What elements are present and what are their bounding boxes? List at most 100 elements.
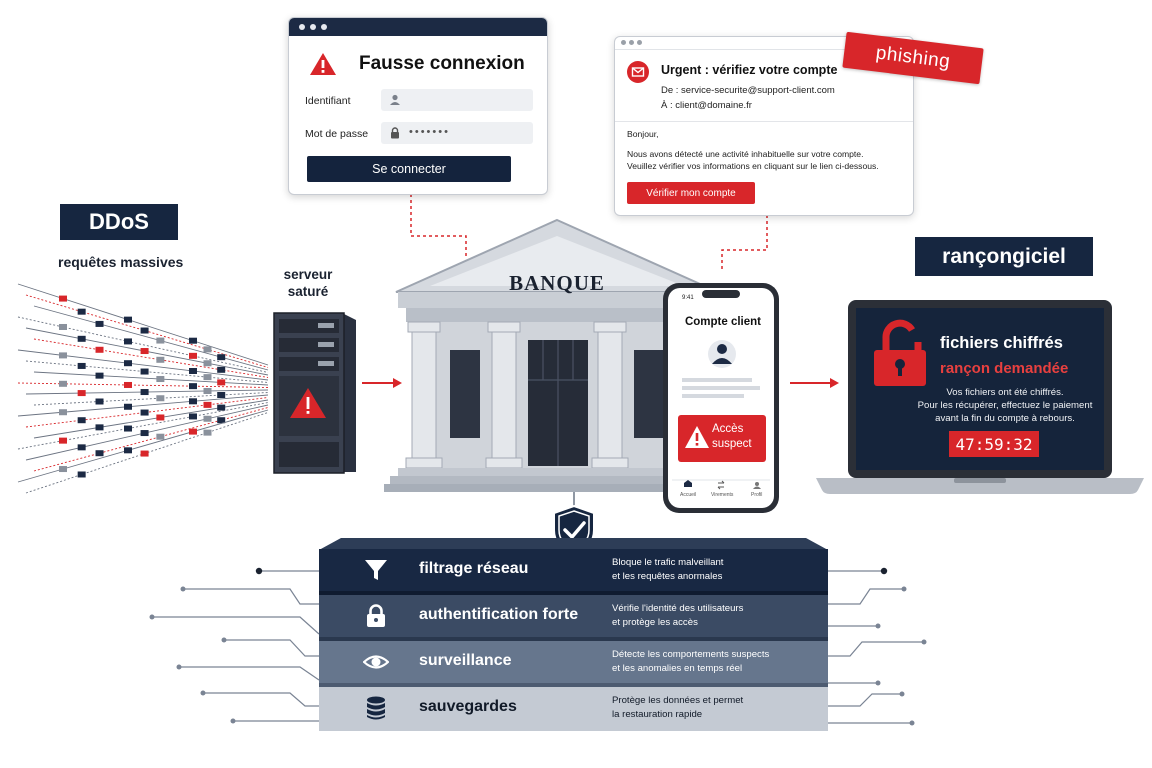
ransomware-line2: Pour les récupérer, effectuez le paiemen… [917, 400, 1093, 411]
traffic-packet [189, 428, 197, 435]
lock-icon [367, 604, 385, 627]
traffic-packet [140, 430, 149, 437]
warning-icon [310, 53, 336, 75]
ddos-tag: DDoS [60, 204, 178, 240]
traffic-packet [203, 415, 212, 422]
traffic-packet [124, 316, 132, 323]
phone-nav-profile[interactable]: Profil [751, 492, 763, 498]
username-field[interactable] [381, 89, 533, 111]
traffic-packet [156, 337, 165, 344]
verify-account-button[interactable]: Vérifier mon compte [627, 182, 755, 204]
traffic-packet [124, 360, 132, 367]
warning-icon [685, 426, 709, 448]
traffic-packet [124, 381, 132, 388]
traffic-packet [156, 356, 165, 363]
mail-icon [627, 61, 649, 83]
bank-label: BANQUE [509, 271, 605, 295]
traffic-packet [77, 390, 86, 397]
traffic-line [33, 399, 269, 439]
traffic-packet [140, 389, 149, 396]
stack-top-plate [319, 537, 828, 550]
phone-nav-transfers[interactable]: Virements [711, 492, 734, 498]
traffic-line [33, 305, 269, 371]
server-label-line1: serveur [283, 267, 333, 282]
traffic-packet [124, 338, 132, 345]
alert-line2: suspect [712, 438, 752, 450]
login-submit-button[interactable]: Se connecter [307, 156, 511, 182]
defense-name: sauvegardes [419, 698, 517, 715]
password-mask: ••••••• [409, 126, 450, 138]
defense-layer-filtering: filtrage réseau Bloque le trafic malveil… [319, 549, 828, 591]
traffic-packet [203, 374, 212, 381]
ddos-subtitle: requêtes massives [58, 254, 184, 270]
defense-layer-authentication: authentification forte Vérifie l'identit… [319, 595, 828, 637]
traffic-line [33, 371, 269, 386]
traffic-packet [59, 437, 67, 444]
traffic-packet [203, 429, 212, 436]
traffic-line [33, 407, 269, 472]
traffic-line [17, 316, 269, 373]
filter-icon [365, 560, 387, 580]
password-label: Mot de passe [305, 128, 369, 140]
traffic-packet [95, 450, 104, 457]
traffic-packet [217, 366, 226, 373]
traffic-packet [77, 444, 86, 451]
traffic-packet [140, 368, 149, 375]
phone-nav-home[interactable]: Accueil [680, 492, 697, 498]
alert-line1: Accès [712, 423, 744, 435]
ransomware-line3: avant la fin du compte à rebours. [935, 413, 1075, 424]
ransomware-subtitle: rançon demandée [940, 360, 1069, 377]
traffic-packet [95, 398, 104, 405]
bank-building: BANQUE [384, 218, 730, 492]
traffic-packet [59, 380, 67, 387]
traffic-packet [217, 392, 226, 398]
traffic-packet [140, 409, 149, 416]
email-from: De : service-securite@support-client.com [661, 85, 835, 96]
traffic-packet [77, 308, 86, 315]
traffic-line [17, 382, 269, 388]
traffic-packet [77, 362, 86, 369]
traffic-packet [95, 372, 104, 379]
traffic-packet [189, 352, 197, 359]
traffic-packet [59, 323, 67, 330]
traffic-packet [156, 414, 165, 421]
ransomware-tag: rançongiciel [915, 237, 1093, 276]
email-body-line1: Nous avons détecté une activité inhabitu… [627, 149, 864, 159]
traffic-packet [95, 346, 104, 353]
window-title-bar [289, 18, 547, 36]
traffic-packet [217, 404, 226, 411]
traffic-packet [59, 409, 67, 416]
traffic-line [17, 402, 269, 450]
traffic-line [33, 338, 269, 378]
email-to: À : client@domaine.fr [661, 100, 752, 111]
traffic-packet [140, 327, 149, 334]
traffic-packet [189, 337, 197, 344]
password-field[interactable]: ••••••• [381, 122, 533, 144]
defense-name: filtrage réseau [419, 560, 529, 577]
defense-layer-monitoring: surveillance Détecte les comportements s… [319, 641, 828, 683]
traffic-packet [59, 352, 67, 359]
traffic-packet [124, 447, 132, 454]
suspicious-access-alert[interactable]: Accès suspect [678, 415, 766, 462]
traffic-packet [189, 368, 197, 374]
email-subject: Urgent : vérifiez votre compte [661, 63, 838, 77]
traffic-packet [77, 471, 86, 478]
defense-name: surveillance [419, 652, 512, 669]
traffic-packet [124, 403, 132, 410]
traffic-packet [59, 295, 67, 302]
user-icon [390, 94, 400, 105]
email-body-line2: Veuillez vérifier vos informations en cl… [627, 161, 879, 171]
fake-login-window: Fausse connexion Identifiant Mot de pass… [288, 17, 548, 195]
lock-icon [391, 127, 399, 139]
traffic-packet [203, 360, 212, 367]
traffic-packet [156, 376, 165, 383]
traffic-packet [156, 433, 165, 440]
traffic-line [33, 392, 269, 406]
traffic-packet [203, 388, 212, 394]
server-label: serveur saturé [278, 266, 338, 300]
traffic-packet [203, 401, 212, 408]
